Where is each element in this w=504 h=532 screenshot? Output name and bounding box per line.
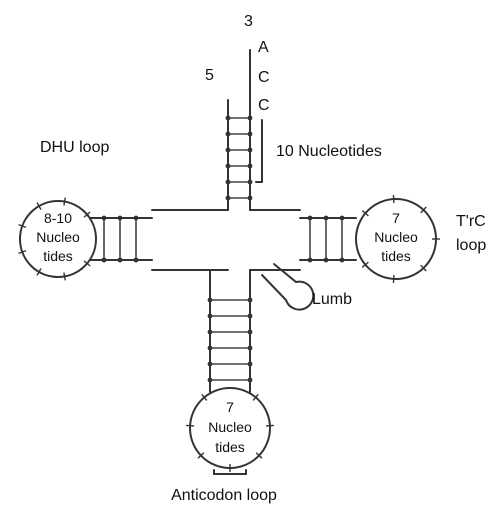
- loop-nucleotide-tick: [252, 393, 259, 401]
- tpsic-loop-count: 7: [392, 210, 400, 226]
- loop-nucleotide-tick: [201, 393, 208, 401]
- loop-nucleotide-tick: [18, 223, 27, 229]
- nucleotide-dot: [339, 215, 345, 221]
- dhu-loop-circle: [19, 200, 97, 278]
- variable-loop-lumb: [261, 263, 315, 311]
- nucleotide-dot: [225, 131, 231, 137]
- nucleotide-dot: [225, 115, 231, 121]
- nucleotide-dot: [133, 215, 139, 221]
- three-prime-label: 3: [244, 13, 253, 30]
- acceptor-base-a: A: [258, 39, 269, 56]
- tpsic-loop-name: T'rC: [456, 213, 486, 230]
- anticodon-loop-nucleo: Nucleo: [208, 419, 252, 435]
- loop-nucleotide-tick: [36, 202, 42, 210]
- acceptor-count-label: 10 Nucleotides: [276, 143, 382, 160]
- nucleotide-dot: [247, 377, 253, 383]
- nucleotide-dot: [247, 147, 253, 153]
- tpsic-loop-word: loop: [456, 237, 486, 254]
- dhu-arm: [19, 200, 153, 278]
- nucleotide-dot: [247, 329, 253, 335]
- loop-nucleotide-tick: [63, 197, 66, 206]
- loop-nucleotide-tick: [361, 210, 369, 217]
- tpsic-loop-nucleo: Nucleo: [374, 229, 418, 245]
- loop-nucleotide-tick: [18, 249, 27, 255]
- acceptor-base-c1: C: [258, 69, 270, 86]
- nucleotide-dot: [117, 257, 123, 263]
- nucleotide-dot: [207, 345, 213, 351]
- acceptor-base-c2: C: [258, 97, 270, 114]
- nucleotide-dot: [247, 195, 253, 201]
- nucleotide-dot: [133, 257, 139, 263]
- nucleotide-dot: [117, 215, 123, 221]
- nucleotide-dot: [207, 313, 213, 319]
- loop-nucleotide-tick: [420, 264, 427, 272]
- anticodon-arm: [189, 269, 271, 475]
- anticodon-loop-count: 7: [226, 399, 234, 415]
- dhu-loop-count: 8-10: [44, 210, 72, 226]
- tpsic-loop-tides: tides: [381, 248, 411, 264]
- nucleotide-dot: [247, 115, 253, 121]
- dhu-loop-tides: tides: [43, 248, 73, 264]
- nucleotide-dot: [339, 257, 345, 263]
- nucleotide-dot: [207, 329, 213, 335]
- nucleotide-dot: [207, 377, 213, 383]
- loop-nucleotide-tick: [255, 452, 263, 459]
- nucleotide-dot: [207, 297, 213, 303]
- nucleotide-dot: [101, 257, 107, 263]
- nucleotide-dot: [247, 361, 253, 367]
- anticodon-loop-tides: tides: [215, 439, 245, 455]
- nucleotide-dot: [323, 215, 329, 221]
- nucleotide-dot: [247, 313, 253, 319]
- loop-nucleotide-tick: [197, 452, 205, 459]
- nucleotide-dot: [225, 179, 231, 185]
- nucleotide-dot: [225, 147, 231, 153]
- nucleotide-dot: [247, 345, 253, 351]
- nucleotide-dot: [307, 215, 313, 221]
- dhu-loop-label: DHU loop: [40, 139, 109, 156]
- acceptor-stem: [225, 49, 263, 211]
- nucleotide-dot: [101, 215, 107, 221]
- nucleotide-dot: [247, 297, 253, 303]
- central-junction: [151, 209, 301, 271]
- nucleotide-dot: [307, 257, 313, 263]
- loop-nucleotide-tick: [361, 261, 369, 268]
- dhu-loop-nucleo: Nucleo: [36, 229, 80, 245]
- nucleotide-dot: [247, 179, 253, 185]
- anticodon-loop-label: Anticodon loop: [171, 487, 277, 504]
- five-prime-label: 5: [205, 67, 214, 84]
- loop-nucleotide-tick: [83, 260, 91, 267]
- nucleotide-dot: [247, 163, 253, 169]
- loop-nucleotide-tick: [63, 272, 66, 281]
- nucleotide-dot: [207, 361, 213, 367]
- lumb-label: Lumb: [312, 291, 352, 308]
- nucleotide-dot: [323, 257, 329, 263]
- loop-nucleotide-tick: [420, 206, 427, 214]
- nucleotide-dot: [247, 131, 253, 137]
- loop-nucleotide-tick: [36, 268, 42, 276]
- nucleotide-dot: [225, 195, 231, 201]
- nucleotide-dot: [225, 163, 231, 169]
- loop-nucleotide-tick: [83, 211, 91, 218]
